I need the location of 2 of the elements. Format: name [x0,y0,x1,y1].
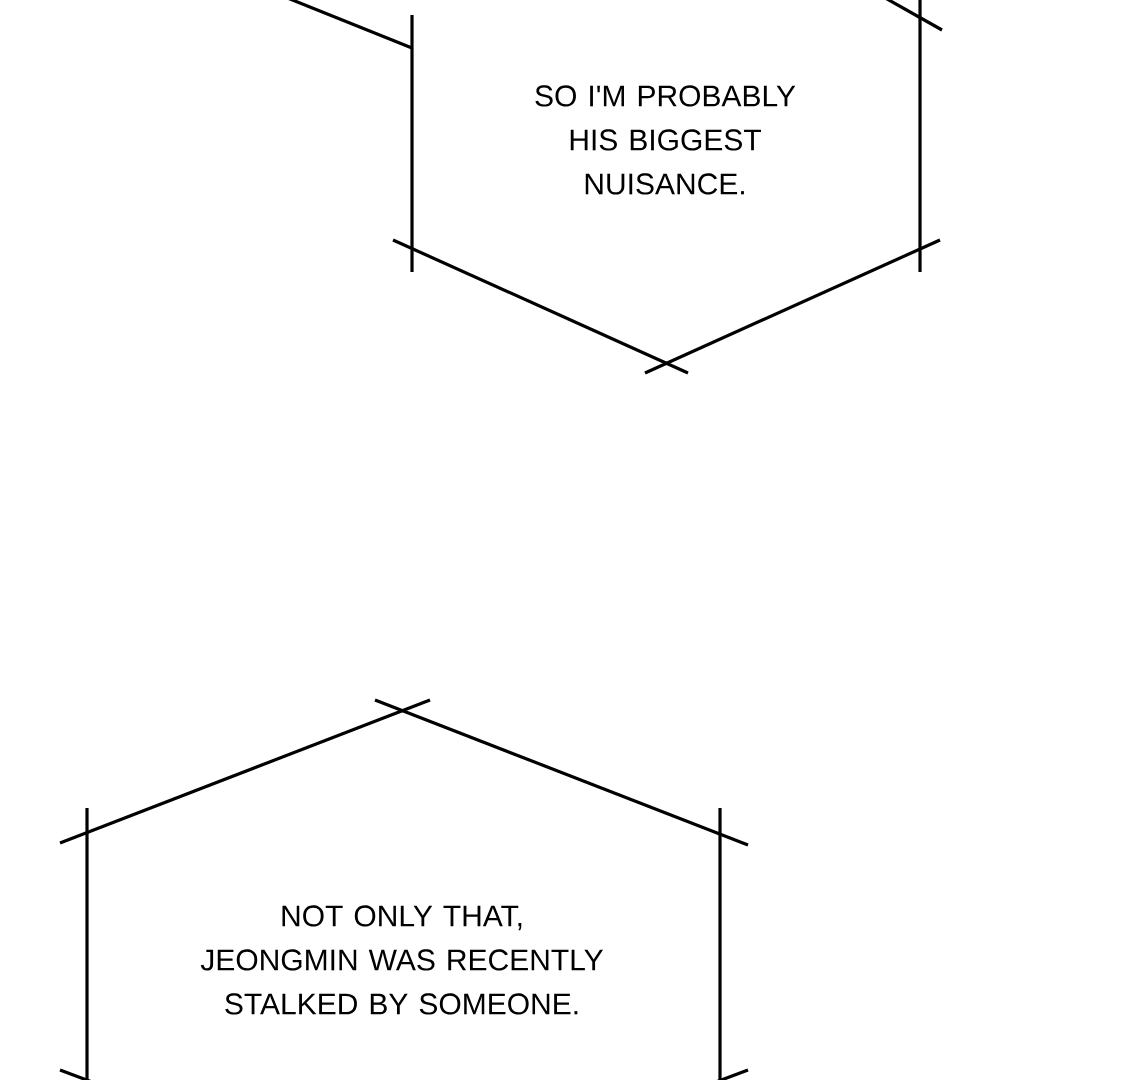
caption-box: SO I'M PROBABLY HIS BIGGEST NUISANCE. [279,0,943,375]
caption-box: NOT ONLY THAT, JEONGMIN WAS RECENTLY STALKED BY SOMEONE. [59,698,749,1080]
